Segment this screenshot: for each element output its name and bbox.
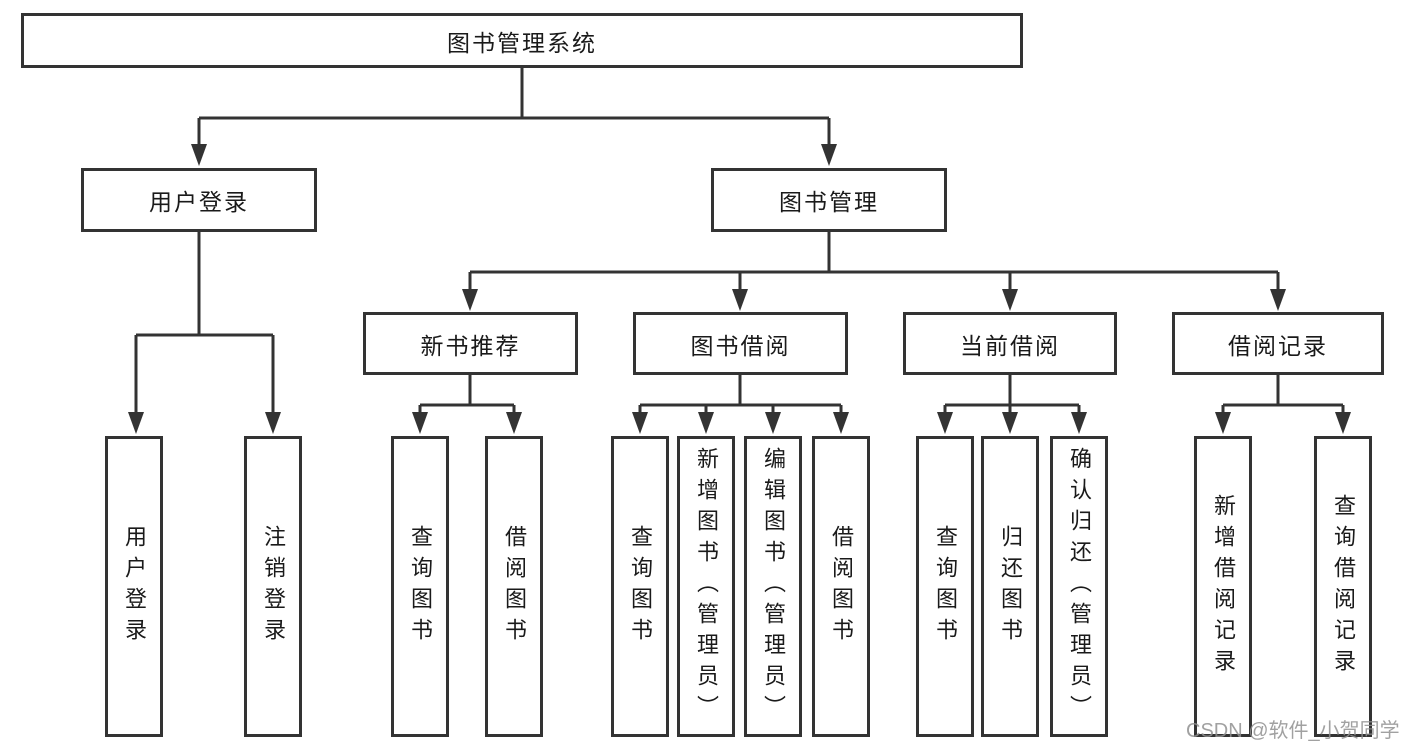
node-label: 借阅记录: [1228, 332, 1328, 359]
node-label: 编辑图书（管理员）: [761, 447, 786, 726]
node-root: 图书管理系统: [21, 13, 1023, 68]
leaf-edit-book-admin: 编辑图书（管理员）: [744, 436, 802, 737]
node-label: 借阅图书: [502, 524, 527, 649]
leaf-borrow-book-1: 借阅图书: [485, 436, 543, 737]
node-new-book-recommend: 新书推荐: [363, 312, 578, 375]
node-label: 新增借阅记录: [1211, 493, 1236, 680]
leaf-borrow-book-2: 借阅图书: [812, 436, 870, 737]
node-user-login: 用户登录: [81, 168, 317, 232]
node-book-borrow: 图书借阅: [633, 312, 848, 375]
node-label: 查询图书: [933, 524, 958, 649]
leaf-add-borrow-record: 新增借阅记录: [1194, 436, 1252, 737]
leaf-query-borrow-record: 查询借阅记录: [1314, 436, 1372, 737]
node-label: 查询借阅记录: [1331, 493, 1356, 680]
node-label: 借阅图书: [829, 524, 854, 649]
node-label: 图书借阅: [690, 332, 791, 359]
node-label: 归还图书: [998, 524, 1023, 649]
leaf-return-book: 归还图书: [981, 436, 1039, 737]
node-label: 确认归还（管理员）: [1067, 447, 1092, 726]
node-label: 当前借阅: [960, 332, 1060, 359]
node-label: 注销登录: [261, 524, 286, 649]
node-label: 图书管理系统: [447, 29, 597, 56]
node-label: 图书管理: [779, 189, 879, 215]
leaf-user-login: 用户登录: [105, 436, 163, 737]
leaf-logout-login: 注销登录: [244, 436, 302, 737]
node-label: 新增图书（管理员）: [694, 447, 719, 726]
node-borrow-records: 借阅记录: [1172, 312, 1384, 375]
leaf-query-book-1: 查询图书: [391, 436, 449, 737]
leaf-query-book-3: 查询图书: [916, 436, 974, 737]
leaf-add-book-admin: 新增图书（管理员）: [677, 436, 735, 737]
leaf-confirm-return-admin: 确认归还（管理员）: [1050, 436, 1108, 737]
node-label: 用户登录: [122, 524, 147, 649]
arrow-down-icons: [128, 144, 1351, 434]
csdn-watermark: CSDN @软件_小贺同学: [1186, 720, 1400, 742]
node-current-borrow: 当前借阅: [903, 312, 1117, 375]
node-label: 查询图书: [628, 524, 653, 649]
node-label: 新书推荐: [420, 332, 521, 359]
node-book-management: 图书管理: [711, 168, 947, 232]
leaf-query-book-2: 查询图书: [611, 436, 669, 737]
node-label: 查询图书: [408, 524, 433, 649]
node-label: 用户登录: [149, 189, 249, 215]
